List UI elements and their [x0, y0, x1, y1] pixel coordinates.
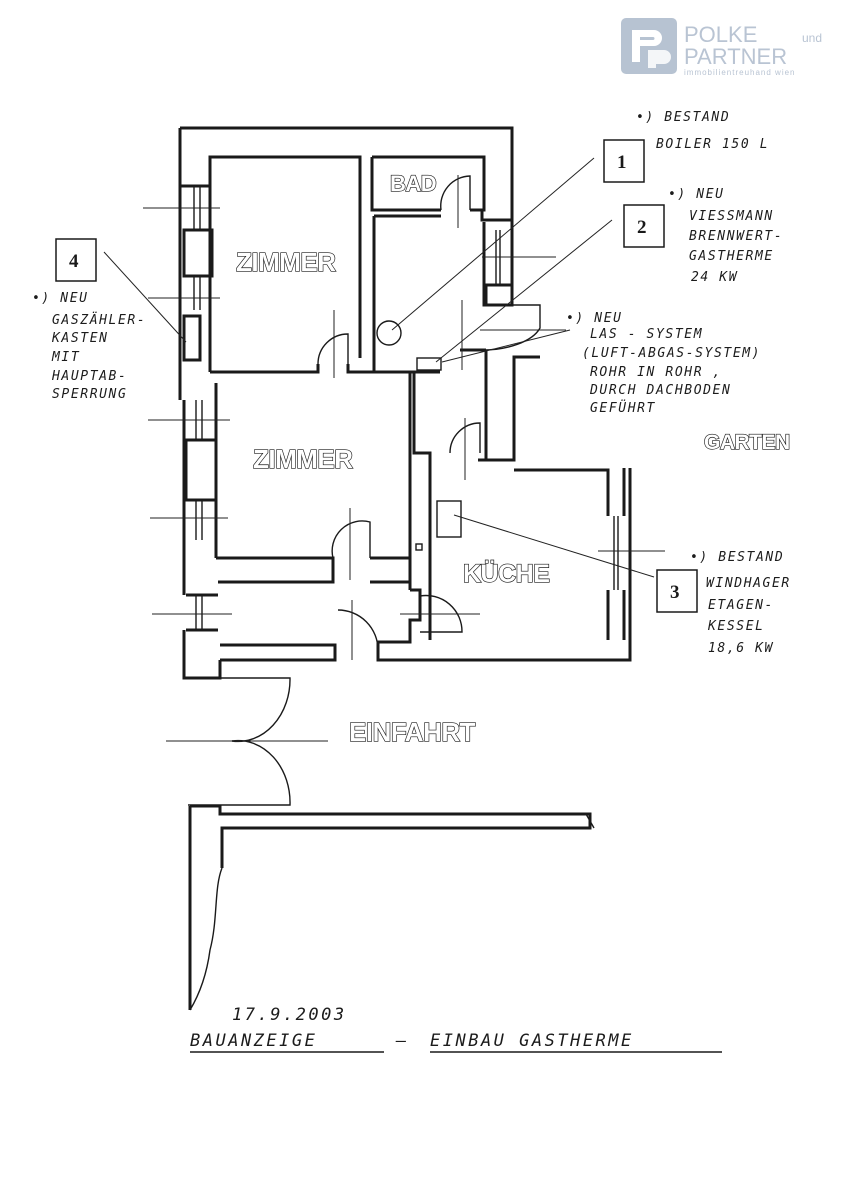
- callout-2-line-2: VIESSMANN: [689, 209, 774, 224]
- room-labels: ZIMMER BAD ZIMMER KÜCHE GARTEN EINFAHRT: [235, 170, 790, 747]
- callout-number-2: 2: [637, 217, 647, 238]
- document-title-right: EINBAU GASTHERME: [430, 1031, 634, 1051]
- callout-box-2: [623, 204, 665, 248]
- room-label-zimmer-top: ZIMMER: [236, 247, 336, 277]
- callout-2-line-1: •) NEU: [668, 187, 725, 202]
- callout-1-line-1: •) BESTAND: [636, 110, 730, 125]
- walls: [143, 126, 665, 680]
- boiler-symbol: [376, 320, 402, 346]
- leader-lines: [103, 157, 655, 578]
- las-note-line-6: GEFÜHRT: [590, 399, 656, 416]
- room-label-zimmer-mid: ZIMMER: [253, 444, 353, 474]
- room-label-bad: BAD: [390, 171, 436, 196]
- callout-number-1: 1: [617, 152, 627, 173]
- callout-4: 4 •) NEU GASZÄHLER- KASTEN MIT HAUPTAB- …: [32, 238, 146, 402]
- callout-4-line-2: GASZÄHLER-: [52, 312, 146, 328]
- callout-3-line-3: ETAGEN-: [708, 598, 774, 613]
- callout-2-line-5: 24 KW: [691, 270, 738, 285]
- equipment: [376, 320, 462, 551]
- etagenkessel-symbol: [436, 500, 462, 538]
- room-label-garten: GARTEN: [704, 431, 790, 454]
- las-note-line-1: •) NEU: [566, 311, 623, 326]
- callout-box-3: [656, 569, 698, 613]
- document-title-left: BAUANZEIGE: [190, 1031, 317, 1051]
- document-date: 17.9.2003: [232, 1005, 347, 1025]
- callout-1: 1 •) BESTAND BOILER 150 L: [603, 110, 769, 183]
- logo-tagline: immobilientreuhand wien: [684, 68, 796, 77]
- company-logo: POLKE und PARTNER immobilientreuhand wie…: [621, 18, 822, 77]
- room-label-einfahrt: EINFAHRT: [349, 717, 476, 747]
- las-note-line-4: ROHR IN ROHR ,: [590, 365, 722, 380]
- callout-4-line-3: KASTEN: [51, 331, 109, 346]
- callout-number-3: 3: [670, 582, 680, 603]
- callout-3-line-5: 18,6 KW: [708, 641, 774, 656]
- gastherme-symbol: [416, 357, 442, 371]
- callout-3-line-1: •) BESTAND: [690, 550, 784, 565]
- document-footer: 17.9.2003 BAUANZEIGE – EINBAU GASTHERME: [190, 1005, 722, 1053]
- doors: [317, 175, 566, 660]
- callout-3-line-2: WINDHAGER: [706, 576, 791, 591]
- callout-2-line-4: GASTHERME: [689, 249, 774, 264]
- callout-4-line-4: MIT: [51, 350, 80, 365]
- document-title-separator: –: [395, 1031, 409, 1051]
- callout-4-line-5: HAUPTAB-: [51, 369, 127, 384]
- las-note-line-2: LAS - SYSTEM: [590, 327, 703, 342]
- callout-2-line-3: BRENNWERT-: [689, 229, 783, 244]
- callout-number-4: 4: [69, 251, 79, 272]
- logo-und: und: [802, 31, 822, 45]
- las-note-line-3: (LUFT-ABGAS-SYSTEM): [582, 346, 761, 361]
- einfahrt-gates: [166, 677, 595, 1011]
- logo-line2: PARTNER: [684, 44, 787, 69]
- gasmeter-box-symbol: [415, 543, 423, 551]
- las-system-note: •) NEU LAS - SYSTEM (LUFT-ABGAS-SYSTEM) …: [566, 311, 761, 416]
- callout-3: 3 •) BESTAND WINDHAGER ETAGEN- KESSEL 18…: [656, 550, 791, 656]
- callout-4-line-6: SPERRUNG: [52, 387, 127, 402]
- callout-1-line-2: BOILER 150 L: [656, 137, 769, 152]
- callout-4-line-1: •) NEU: [32, 291, 89, 306]
- room-label-kueche: KÜCHE: [463, 559, 549, 588]
- callout-2: 2 •) NEU VIESSMANN BRENNWERT- GASTHERME …: [623, 187, 783, 285]
- callout-box-1: [603, 139, 645, 183]
- las-note-line-5: DURCH DACHBODEN: [589, 383, 731, 398]
- callout-box-4: [55, 238, 97, 282]
- logo-line1: POLKE: [684, 22, 757, 47]
- callout-3-line-4: KESSEL: [707, 619, 765, 634]
